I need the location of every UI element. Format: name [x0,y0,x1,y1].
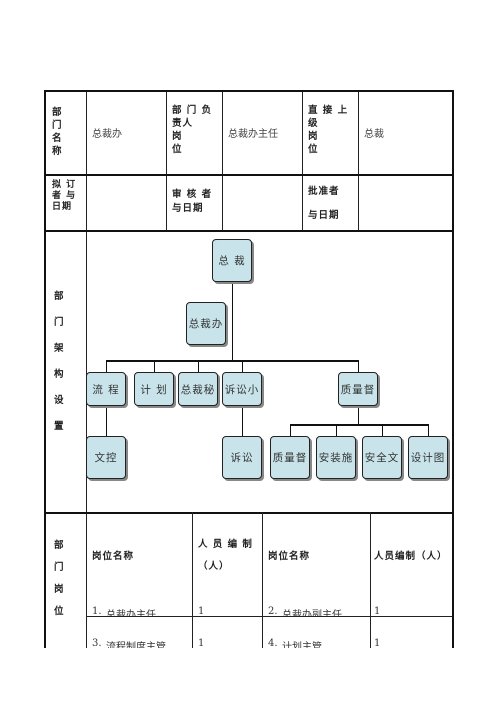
positions-col3-header: 岗位名称 [268,551,311,562]
positions-label: 部 门 岗 位 [54,540,65,617]
node-office: 总裁办 [186,302,226,345]
row-number: 4. [268,638,278,648]
positions-col4-header: 人员编制（人） [374,551,448,562]
positions-row: 3. 流程制度主管 1 4. 计划主管 1 [46,638,452,648]
row-divider [46,174,452,176]
col-divider [192,512,193,648]
row-divider [46,512,452,514]
dept-name-label: 部 门 名 称 [52,107,63,157]
superior-value: 总裁 [364,129,384,140]
connector [242,360,243,372]
connector [232,282,233,360]
connector [154,360,155,372]
position-count: 1 [198,638,205,648]
node-process: 流 程 [86,372,126,406]
col-divider [358,92,359,230]
approver-label: 批准者 与日期 [308,186,340,221]
connector [106,406,107,436]
node-doc-control: 文控 [86,436,126,479]
positions-col1-header: 岗位名称 [92,551,135,562]
connector [106,360,358,362]
col-divider [302,92,303,230]
positions-row: 1. 总裁办主任 1 2. 总裁办副主任 1 [46,606,452,622]
position-count: 1 [374,638,381,648]
node-plan: 计 划 [134,372,174,406]
row-number: 3. [92,638,102,648]
col-divider [262,512,263,648]
position-name: 计划主管 [282,642,322,648]
connector [242,406,243,436]
connector [106,360,107,372]
connector [428,424,429,436]
connector [382,424,383,436]
dept-head-label: 部 门 负 责人 岗 位 [172,105,213,155]
connector [198,360,199,372]
col-divider [222,92,223,230]
superior-label: 直 接 上 级 岗 位 [308,105,349,155]
position-name: 流程制度主管 [106,642,166,648]
row-number: 2. [268,606,278,616]
structure-label: 部 门 架 构 设 置 [54,291,65,432]
node-litigation-small: 诉讼小 [222,372,262,406]
position-name: 总裁办副主任 [282,610,342,616]
positions-col2-header: 人 员 编 制 （人） [198,539,253,572]
connector [290,424,291,436]
connector [290,424,428,426]
node-design: 设计图 [408,436,448,479]
node-quality: 质量督 [338,372,378,406]
node-secretary: 总裁秘 [178,372,218,406]
connector [358,406,359,424]
node-litigation: 诉讼 [222,436,262,479]
org-table: 部 门 名 称 总裁办 部 门 负 责人 岗 位 总裁办主任 直 接 上 级 岗… [44,90,454,648]
position-count: 1 [198,606,205,616]
row-number: 1. [92,606,102,616]
row-divider [86,616,452,617]
row-divider [46,230,452,232]
position-name: 总裁办主任 [106,610,156,616]
dept-name-value: 总裁办 [92,129,122,140]
node-quality-sup: 质量督 [270,436,310,479]
col-divider [370,512,371,648]
node-safety-culture: 安全文 [362,436,402,479]
drafter-label: 拟 订 者 与 日期 [52,180,77,212]
connector [336,424,337,436]
node-ceo: 总 裁 [212,239,252,282]
position-count: 1 [374,606,381,616]
reviewer-label: 审 核 者 与日期 [172,189,213,214]
col-divider [166,92,167,230]
node-safety-measures: 安装施 [316,436,356,479]
dept-head-value: 总裁办主任 [228,129,278,140]
col-divider [86,92,87,648]
connector [358,360,359,372]
